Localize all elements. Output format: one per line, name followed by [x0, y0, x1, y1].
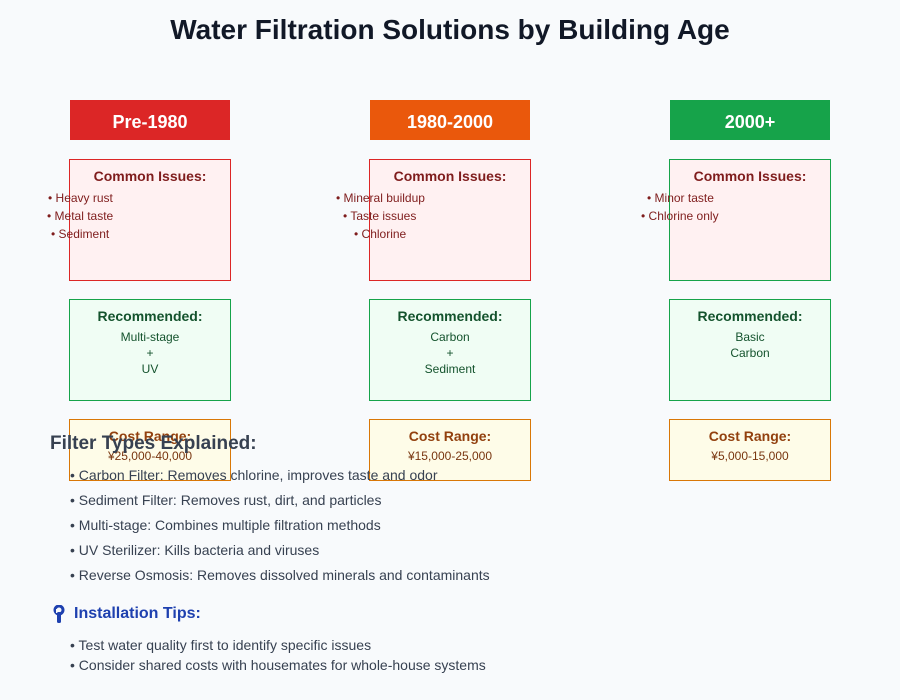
issue-item: • Minor taste	[647, 191, 714, 205]
issues-title: Common Issues:	[393, 168, 507, 184]
recommended-line: Sediment	[424, 362, 476, 376]
era-header: 1980-2000	[370, 100, 530, 140]
cost-box: Cost Range: ¥25,000-40,000	[69, 419, 231, 481]
issue-item: • Metal taste	[47, 209, 114, 223]
filter-type-item: • Multi-stage: Combines multiple filtrat…	[70, 517, 381, 533]
issues-box: Common Issues: • Minor taste • Chlorine …	[641, 159, 831, 281]
issues-box: Common Issues: • Mineral buildup • Taste…	[336, 159, 531, 281]
tip-item: • Consider shared costs with housemates …	[70, 657, 486, 673]
installation-tips-label: Installation Tips:	[74, 605, 201, 622]
recommended-line: +	[146, 346, 154, 360]
issues-box: Common Issues: • Heavy rust • Metal tast…	[47, 159, 231, 281]
issues-title: Common Issues:	[93, 168, 207, 184]
recommended-line: Multi-stage	[120, 330, 180, 344]
filter-types-heading: Filter Types Explained:	[50, 433, 257, 454]
recommended-box: Recommended: Carbon + Sediment	[369, 299, 531, 401]
recommended-line: Carbon	[730, 346, 770, 360]
issue-item: • Mineral buildup	[336, 191, 425, 205]
era-header: 2000+	[670, 100, 830, 140]
issue-item: • Chlorine only	[641, 209, 719, 223]
issue-item: • Chlorine	[354, 227, 407, 241]
installation-tips-heading: Installation Tips:	[52, 605, 201, 623]
cost-value: ¥5,000-15,000	[711, 449, 789, 463]
recommended-box: Recommended: Multi-stage + UV	[69, 299, 231, 401]
recommended-title: Recommended:	[97, 308, 203, 324]
recommended-title: Recommended:	[397, 308, 503, 324]
cost-title: Cost Range:	[408, 428, 492, 444]
page-title: Water Filtration Solutions by Building A…	[170, 14, 730, 45]
cost-title: Cost Range:	[708, 428, 792, 444]
era-header: Pre-1980	[70, 100, 230, 140]
recommended-line: Carbon	[430, 330, 470, 344]
issue-item: • Sediment	[51, 227, 110, 241]
issue-item: • Taste issues	[343, 209, 417, 223]
cost-box: Cost Range: ¥15,000-25,000	[369, 419, 531, 481]
recommended-lines: Carbon + Sediment	[370, 329, 530, 377]
recommended-line: Basic	[735, 330, 765, 344]
filter-type-item: • Reverse Osmosis: Removes dissolved min…	[70, 567, 490, 583]
cost-box: Cost Range: ¥5,000-15,000	[669, 419, 831, 481]
recommended-lines: Basic Carbon	[670, 329, 830, 361]
recommended-line: +	[446, 346, 454, 360]
tip-item: • Test water quality first to identify s…	[70, 637, 372, 653]
recommended-line: UV	[141, 362, 159, 376]
filter-type-item: • Sediment Filter: Removes rust, dirt, a…	[70, 492, 382, 508]
filter-type-item: • UV Sterilizer: Kills bacteria and viru…	[70, 542, 320, 558]
filter-type-item: • Carbon Filter: Removes chlorine, impro…	[70, 467, 438, 483]
wrench-icon	[53, 605, 65, 623]
issue-item: • Heavy rust	[48, 191, 113, 205]
cost-title: Cost Range:	[108, 428, 192, 444]
recommended-box: Recommended: Basic Carbon	[669, 299, 831, 401]
issues-title: Common Issues:	[693, 168, 807, 184]
recommended-lines: Multi-stage + UV	[70, 329, 230, 377]
recommended-title: Recommended:	[697, 308, 803, 324]
cost-value: ¥15,000-25,000	[407, 449, 493, 463]
cost-value: ¥25,000-40,000	[107, 449, 193, 463]
